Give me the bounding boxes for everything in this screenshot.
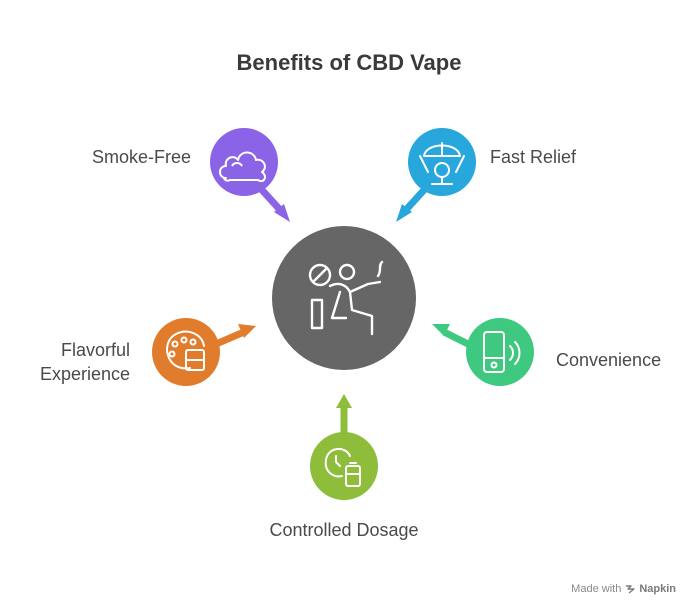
watermark: Made with Napkin (571, 583, 676, 595)
watermark-brand: Napkin (639, 583, 676, 595)
benefit-controlled-dosage (310, 394, 378, 500)
label-convenience: Convenience (556, 350, 662, 370)
benefit-flavorful-experience (152, 318, 256, 386)
watermark-prefix: Made with (571, 583, 622, 595)
arrowhead-convenience (432, 324, 450, 336)
label-controlled-dosage: Controlled Dosage (269, 520, 419, 540)
arrowhead-smoke-free (274, 204, 290, 222)
diagram-title: Benefits of CBD Vape (236, 50, 462, 75)
timer-battery-icon (324, 448, 361, 487)
person-vaping-icon (308, 260, 384, 336)
arrow-flavorful-experience (214, 328, 246, 348)
label-fast-relief: Fast Relief (490, 147, 577, 167)
arrow-convenience (442, 328, 470, 348)
label-flavorful-experience: Flavorful Experience (39, 340, 130, 384)
flavor-palette-icon (166, 330, 205, 371)
arrowhead-flavorful-experience (238, 324, 256, 338)
portable-device-icon (483, 331, 521, 373)
arrowhead-controlled-dosage (336, 394, 352, 408)
benefit-fast-relief (396, 128, 476, 222)
benefit-convenience (432, 318, 534, 386)
cloud-icon (219, 151, 266, 182)
center-hub (272, 226, 416, 370)
node-smoke-free (210, 128, 278, 196)
node-convenience (466, 318, 534, 386)
node-controlled-dosage (310, 432, 378, 500)
napkin-logo-icon (626, 585, 636, 594)
label-smoke-free: Smoke-Free (92, 147, 192, 167)
arrowhead-fast-relief (396, 204, 412, 222)
center-circle (272, 226, 416, 370)
benefit-smoke-free (210, 128, 290, 222)
parachute-icon (419, 142, 465, 185)
